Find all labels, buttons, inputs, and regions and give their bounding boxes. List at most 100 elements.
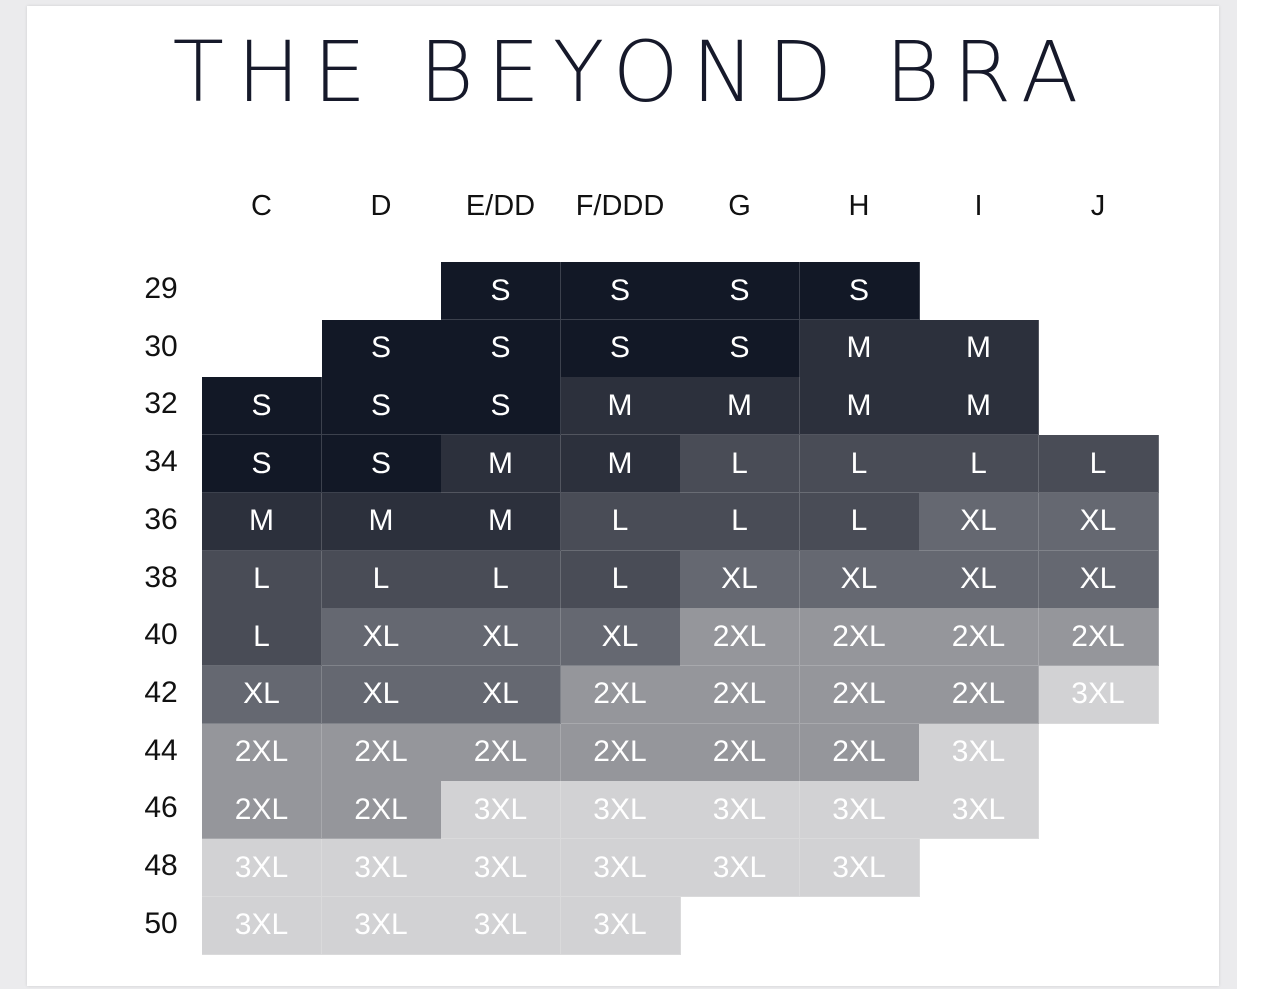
- band-label: 29: [144, 272, 178, 305]
- size-cell: S: [202, 377, 322, 436]
- size-cell: M: [441, 492, 561, 551]
- cup-label: C: [251, 190, 272, 222]
- size-cell: 3XL: [202, 839, 322, 897]
- band-label: 34: [144, 445, 178, 479]
- size-cell: 2XL: [1038, 608, 1159, 667]
- band-label: 32: [144, 387, 178, 421]
- size-cell: M: [321, 492, 442, 551]
- size-cell: S: [321, 435, 442, 494]
- size-cell: 3XL: [799, 781, 920, 840]
- band-label: 48: [144, 849, 178, 882]
- size-cell: S: [680, 319, 800, 378]
- size-cell: 3XL: [202, 896, 322, 955]
- size-cell: 2XL: [680, 723, 800, 782]
- size-cell: 3XL: [560, 839, 681, 897]
- band-label: 36: [144, 502, 178, 536]
- size-cell: 3XL: [799, 839, 920, 897]
- size-cell: 3XL: [560, 781, 681, 840]
- size-cell: S: [441, 377, 561, 436]
- size-cell: XL: [1038, 492, 1159, 551]
- right-margin: [1237, 0, 1269, 989]
- cup-label: D: [370, 190, 392, 222]
- size-cell: 3XL: [441, 781, 561, 840]
- size-cell: 3XL: [1038, 665, 1159, 724]
- size-cell: XL: [919, 550, 1039, 609]
- size-cell: XL: [441, 608, 561, 667]
- size-cell: M: [799, 377, 920, 436]
- size-cell: L: [321, 550, 442, 609]
- size-cell: 2XL: [202, 781, 322, 840]
- chart-title: THE BEYOND BRA: [172, 23, 1092, 121]
- size-cell: 3XL: [919, 781, 1039, 840]
- size-cell: M: [919, 319, 1039, 378]
- size-cell: L: [680, 492, 800, 551]
- size-cell: 2XL: [202, 723, 322, 782]
- size-cell: 3XL: [441, 839, 561, 897]
- band-label: 42: [144, 675, 178, 709]
- size-cell: M: [560, 377, 681, 436]
- size-cell: M: [799, 319, 920, 378]
- size-cell: XL: [919, 492, 1039, 551]
- size-cell: L: [560, 550, 681, 609]
- size-cell: XL: [202, 665, 322, 724]
- size-cell: XL: [321, 665, 442, 724]
- size-cell: XL: [1038, 550, 1159, 609]
- cup-label: I: [974, 190, 983, 222]
- cup-label: E/DD: [465, 190, 536, 222]
- size-cell: 2XL: [680, 665, 800, 724]
- size-cell: XL: [680, 550, 800, 609]
- size-cell: 3XL: [680, 839, 800, 897]
- size-cell: M: [441, 435, 561, 494]
- size-cell: L: [799, 492, 920, 551]
- band-label: 44: [144, 733, 178, 767]
- size-cell: S: [680, 262, 800, 320]
- size-cell: S: [321, 319, 442, 378]
- size-cell: 3XL: [441, 896, 561, 955]
- size-cell: S: [441, 319, 561, 378]
- size-cell: 2XL: [799, 723, 920, 782]
- size-cell: 2XL: [799, 608, 920, 667]
- cup-label: J: [1090, 190, 1106, 222]
- size-cell: M: [680, 377, 800, 436]
- size-cell: M: [202, 492, 322, 551]
- size-cell: M: [560, 435, 681, 494]
- size-cell: XL: [560, 608, 681, 667]
- size-cell: 3XL: [321, 839, 442, 897]
- size-cell: S: [321, 377, 442, 436]
- size-cell: L: [919, 435, 1039, 494]
- band-label: 40: [144, 618, 178, 652]
- size-cell: XL: [441, 665, 561, 724]
- size-cell: 3XL: [919, 723, 1039, 782]
- size-cell: S: [799, 262, 920, 320]
- size-cell: 2XL: [560, 723, 681, 782]
- size-cell: L: [1038, 435, 1159, 494]
- cup-label: H: [848, 190, 870, 222]
- size-cell: 2XL: [919, 665, 1039, 724]
- size-cell: 2XL: [680, 608, 800, 667]
- size-cell: 2XL: [799, 665, 920, 724]
- size-cell: 2XL: [560, 665, 681, 724]
- size-cell: S: [560, 319, 681, 378]
- size-cell: 2XL: [321, 723, 442, 782]
- size-cell: 3XL: [680, 781, 800, 840]
- size-cell: 2XL: [441, 723, 561, 782]
- size-cell: M: [919, 377, 1039, 436]
- size-cell: S: [202, 435, 322, 494]
- size-cell: S: [560, 262, 681, 320]
- size-cell: 3XL: [321, 896, 442, 955]
- band-label: 30: [144, 329, 178, 363]
- size-cell: XL: [321, 608, 442, 667]
- cup-label: G: [728, 190, 751, 222]
- size-cell: XL: [799, 550, 920, 609]
- size-cell: 3XL: [560, 896, 681, 955]
- size-cell: L: [560, 492, 681, 551]
- size-cell: 2XL: [919, 608, 1039, 667]
- size-cell: L: [680, 435, 800, 494]
- cup-label: F/DDD: [575, 190, 665, 222]
- size-cell: L: [441, 550, 561, 609]
- band-label: 38: [144, 560, 178, 594]
- size-cell: S: [441, 262, 561, 320]
- band-label: 46: [144, 791, 178, 825]
- size-cell: L: [799, 435, 920, 494]
- size-cell: L: [202, 608, 322, 667]
